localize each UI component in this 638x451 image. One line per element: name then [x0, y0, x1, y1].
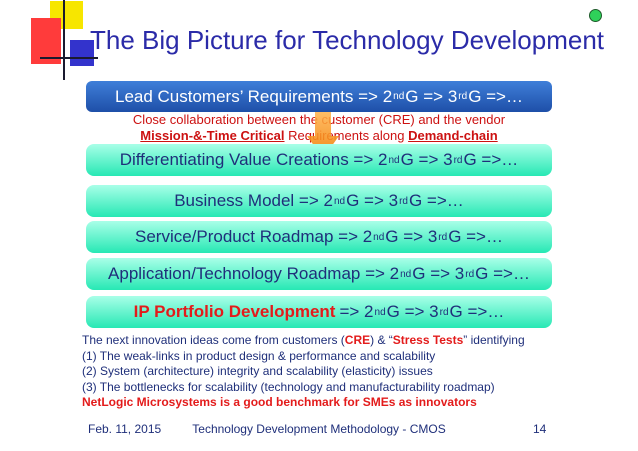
notes-benchmark: NetLogic Microsystems is a good benchmar… — [82, 395, 477, 409]
sup-nd: nd — [374, 306, 386, 318]
notes-intro-b: ) & “ — [370, 333, 393, 347]
notes-item-2: (2) System (architecture) integrity and … — [82, 364, 433, 378]
footer-page-number: 14 — [533, 422, 547, 436]
sup-nd: nd — [373, 231, 385, 243]
demand-chain-text: Demand-chain — [408, 128, 498, 143]
sup-nd: nd — [333, 195, 346, 207]
slide-title: The Big Picture for Technology Developme… — [90, 25, 605, 55]
bar-text-c: G =>… — [448, 227, 503, 246]
sup-nd: nd — [393, 91, 405, 102]
decor-horizontal-line — [40, 57, 98, 59]
bar-text-c: G =>… — [475, 264, 530, 283]
green-dot-icon — [589, 9, 602, 22]
bar-text-a: Application/Technology Roadmap => 2 — [108, 264, 400, 283]
bar-text-c: G =>… — [408, 191, 464, 210]
bar-text-a: Differentiating Value Creations => 2 — [119, 150, 388, 169]
mission-critical-text: Mission-&-Time Critical — [140, 128, 285, 143]
sup-rd: rd — [453, 154, 463, 166]
bar-text-c: G =>… — [449, 302, 505, 321]
bar-text-b: G => 3 — [385, 227, 438, 246]
sup-rd: rd — [458, 91, 468, 102]
bar-text-b: G => 3 — [386, 302, 439, 321]
decor-blue-square — [70, 40, 94, 66]
notes-intro-c: ” identifying — [463, 333, 525, 347]
lead-text-c: G =>… — [468, 86, 523, 106]
bar-text-a: => 2 — [339, 302, 374, 321]
sup-nd: nd — [400, 268, 412, 280]
sup-rd: rd — [465, 268, 475, 280]
notes-item-1: (1) The weak-links in product design & p… — [82, 348, 436, 363]
notes-intro: The next innovation ideas come from cust… — [82, 333, 525, 349]
bar-text-a: Business Model => 2 — [174, 191, 333, 210]
bar-text-b: G => 3 — [412, 264, 465, 283]
sup-rd: rd — [399, 195, 408, 207]
bar-text-b: G => 3 — [346, 191, 399, 210]
collab-middle-text: Requirements along — [284, 128, 409, 143]
lead-text-a: Lead Customers’ Requirements => 2 — [114, 86, 393, 106]
footer-date: Feb. 11, 2015 — [88, 422, 162, 436]
cre-text: CRE — [344, 333, 371, 347]
lead-text-b: G => 3 — [405, 86, 458, 106]
sup-nd: nd — [388, 154, 400, 166]
bar-text-b: G => 3 — [400, 150, 453, 169]
sup-rd: rd — [439, 306, 449, 318]
notes-block: The next innovation ideas come from cust… — [82, 333, 525, 411]
decor-red-square — [31, 18, 61, 64]
bar-text-a: Service/Product Roadmap => 2 — [134, 227, 373, 246]
decor-vertical-line — [63, 0, 65, 80]
bar-text-c: G =>… — [463, 150, 519, 169]
sup-rd: rd — [438, 231, 448, 243]
notes-item-3: (3) The bottlenecks for scalability (tec… — [82, 379, 495, 394]
notes-intro-a: The next innovation ideas come from cust… — [82, 333, 345, 347]
stress-tests-text: Stress Tests — [392, 333, 464, 347]
ip-portfolio-text: IP Portfolio Development — [133, 302, 336, 321]
footer-title: Technology Development Methodology - CMO… — [192, 422, 446, 436]
